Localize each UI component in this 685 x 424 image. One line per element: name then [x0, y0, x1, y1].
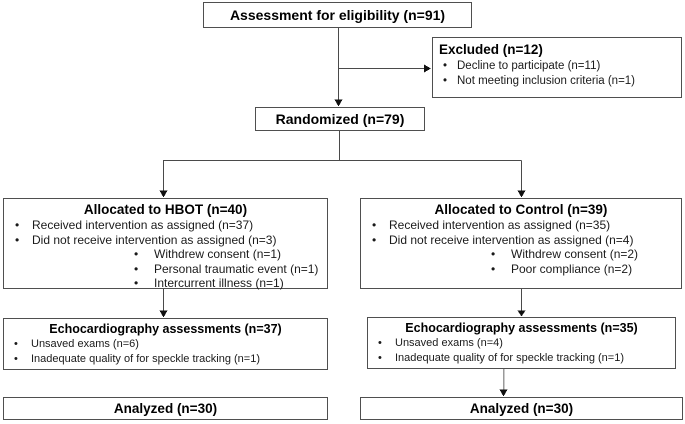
- bullet-item: Unsaved exams (n=6): [4, 337, 327, 352]
- sub-bullet-item: Withdrew consent (n=2): [361, 247, 681, 262]
- analyzed-hbot-title: Analyzed (n=30): [113, 401, 218, 416]
- allocated-hbot-list: Received intervention as assigned (n=37)…: [4, 218, 327, 291]
- bullet-item: Unsaved exams (n=4): [368, 336, 675, 351]
- assessment-title: Assessment for eligibility (n=91): [229, 6, 446, 23]
- excluded-list: Decline to participate (n=11) Not meetin…: [439, 59, 675, 89]
- randomized-title: Randomized (n=79): [275, 110, 405, 127]
- echo-control-box: Echocardiography assessments (n=35) Unsa…: [367, 317, 676, 369]
- bullet-item: Did not receive intervention as assigned…: [4, 233, 327, 248]
- bullet-item: Inadequate quality of for speckle tracki…: [368, 351, 675, 366]
- assessment-box: Assessment for eligibility (n=91): [203, 2, 472, 28]
- bullet-item: Received intervention as assigned (n=37): [4, 218, 327, 233]
- sub-bullet-item: Intercurrent illness (n=1): [4, 276, 327, 291]
- echo-hbot-title: Echocardiography assessments (n=37): [49, 322, 282, 336]
- sub-bullet-item: Poor compliance (n=2): [361, 262, 681, 277]
- bullet-item: Inadequate quality of for speckle tracki…: [4, 352, 327, 367]
- analyzed-control-box: Analyzed (n=30): [360, 397, 683, 420]
- bullet-item: Received intervention as assigned (n=35): [361, 218, 681, 233]
- allocated-control-title: Allocated to Control (n=39): [434, 202, 608, 217]
- allocated-control-list: Received intervention as assigned (n=35)…: [361, 218, 681, 276]
- bullet-item: Not meeting inclusion criteria (n=1): [439, 74, 675, 89]
- echo-control-list: Unsaved exams (n=4) Inadequate quality o…: [368, 336, 675, 366]
- randomized-box: Randomized (n=79): [255, 107, 425, 131]
- excluded-title: Excluded (n=12): [439, 42, 543, 57]
- analyzed-hbot-box: Analyzed (n=30): [3, 397, 328, 420]
- echo-hbot-list: Unsaved exams (n=6) Inadequate quality o…: [4, 337, 327, 367]
- bullet-item: Decline to participate (n=11): [439, 59, 675, 74]
- echo-control-title: Echocardiography assessments (n=35): [405, 321, 638, 335]
- echo-hbot-box: Echocardiography assessments (n=37) Unsa…: [3, 318, 328, 370]
- allocated-control-box: Allocated to Control (n=39) Received int…: [360, 198, 682, 289]
- analyzed-control-title: Analyzed (n=30): [469, 401, 574, 416]
- sub-bullet-item: Withdrew consent (n=1): [4, 247, 327, 262]
- excluded-box: Excluded (n=12) Decline to participate (…: [432, 37, 682, 98]
- allocated-hbot-box: Allocated to HBOT (n=40) Received interv…: [3, 198, 328, 291]
- sub-bullet-item: Personal traumatic event (n=1): [4, 262, 327, 277]
- bullet-item: Did not receive intervention as assigned…: [361, 233, 681, 248]
- allocated-hbot-title: Allocated to HBOT (n=40): [83, 202, 248, 217]
